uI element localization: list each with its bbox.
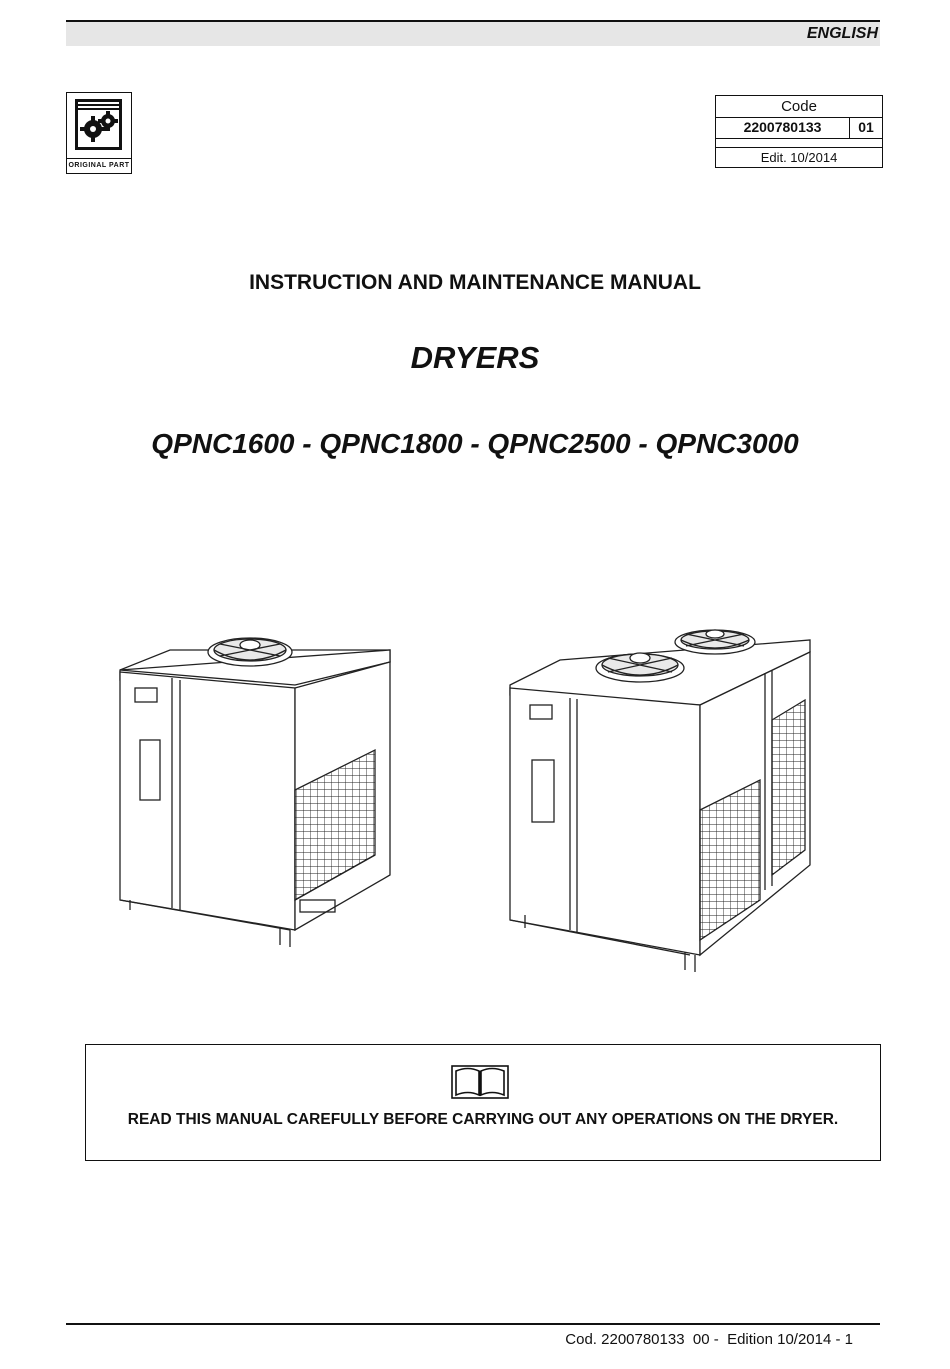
- original-part-logo: ORIGINAL PART: [66, 92, 132, 174]
- edition-value: Edit. 10/2014: [760, 150, 838, 165]
- dryer-unit-left: [119, 637, 391, 947]
- gears-icon: [75, 99, 122, 150]
- language-band: [66, 22, 880, 46]
- open-book-icon: [451, 1065, 509, 1099]
- code-blank-row: [716, 138, 882, 148]
- dryer-units-drawing: [119, 629, 811, 972]
- code-value: 2200780133: [716, 117, 850, 138]
- bottom-rule: [66, 1323, 880, 1325]
- logo-caption: ORIGINAL PART: [67, 158, 131, 173]
- models-title: QPNC1600 - QPNC1800 - QPNC2500 - QPNC300…: [151, 428, 799, 459]
- notice-box: READ THIS MANUAL CAREFULLY BEFORE CARRYI…: [85, 1044, 881, 1161]
- dryer-unit-right: [509, 629, 811, 972]
- top-rule: [66, 20, 880, 22]
- revision-value: 01: [858, 119, 874, 135]
- language-label: ENGLISH: [806, 25, 878, 42]
- manual-title: INSTRUCTION AND MAINTENANCE MANUAL: [249, 271, 701, 294]
- code-box: Code 2200780133 01 Edit. 10/2014: [715, 95, 883, 168]
- product-title: DRYERS: [410, 340, 540, 375]
- notice-text: READ THIS MANUAL CAREFULLY BEFORE CARRYI…: [127, 1111, 839, 1128]
- code-label: Code: [716, 96, 882, 118]
- code-row: 2200780133 01: [716, 117, 882, 139]
- footer-text: Cod. 2200780133 00 - Edition 10/2014 - 1: [565, 1331, 853, 1348]
